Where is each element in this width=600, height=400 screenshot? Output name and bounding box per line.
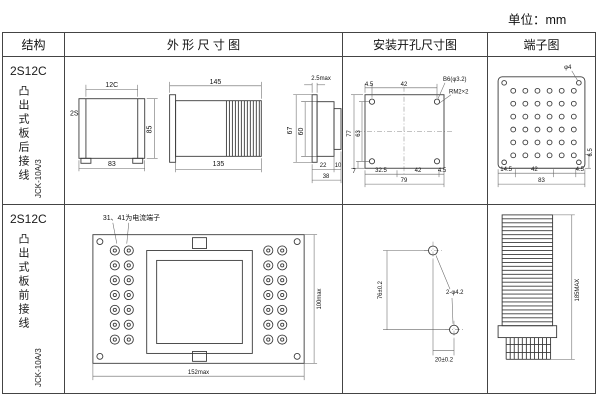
row2-mount-type: 凸出式板前接线	[17, 233, 29, 331]
header-structure: 结构	[3, 33, 65, 57]
terminal-circles-left	[109, 245, 134, 345]
dim-79: 79	[401, 178, 408, 184]
front-face	[92, 234, 305, 364]
row2-side-cell: 185MAX	[488, 205, 595, 393]
dim-152max: 152max	[188, 370, 209, 376]
dim-145t: 14.5	[500, 167, 512, 173]
row1-structure-cell: 2S12C 凸出式板后接线 JCK-10A/3	[3, 57, 65, 205]
install-dims	[351, 82, 452, 188]
row1-outline-cell: 12C 2S 83 85 145 135	[65, 57, 343, 205]
dim-67: 67	[287, 127, 294, 135]
header-structure-label: 结构	[21, 38, 46, 52]
row2-install-drawing: 76±0.2 2-φ4.2 20±0.2	[378, 241, 464, 363]
cutout-outline	[364, 94, 445, 169]
height-dims	[293, 94, 318, 163]
dim-38: 38	[323, 174, 330, 180]
side-view	[169, 94, 262, 163]
row1-install-drawing: 4.5 42 B6(φ3.2) RM2×2 77 63 7 32.5 42 4.…	[347, 77, 469, 188]
front-view-dims	[78, 84, 158, 172]
relay-side-body	[497, 214, 558, 339]
dim-325: 32.5	[375, 168, 387, 174]
dim-135: 135	[213, 161, 225, 168]
note-leaders	[112, 222, 130, 244]
dim-10: 10	[335, 163, 342, 169]
dim-85: 85	[147, 126, 154, 134]
mount-holes	[428, 245, 459, 335]
dim-100max: 100max	[317, 288, 323, 309]
row1-relay-code: JCK-10A/3	[34, 159, 43, 198]
header-terminal: 端子图	[488, 33, 595, 57]
row2-install-cell: 76±0.2 2-φ4.2 20±0.2	[343, 205, 488, 393]
terminal-circles-right	[263, 245, 288, 345]
header-install: 安装开孔尺寸图	[343, 33, 488, 57]
dim-145: 145	[210, 79, 222, 86]
header-terminal-label: 端子图	[523, 38, 560, 52]
row1-install-cell: 4.5 42 B6(φ3.2) RM2×2 77 63 7 32.5 42 4.…	[343, 57, 488, 205]
unit-label: 单位：mm	[508, 13, 567, 27]
dim-185max: 185MAX	[575, 279, 581, 302]
row1-terminal-drawing: φ4 14.5 42 4.5 83 6.5	[497, 65, 594, 188]
row2-relay-code: JCK-10A/3	[34, 348, 43, 387]
current-terminal-note: 31、41为电流端子	[103, 213, 160, 222]
dim-phi4: φ4	[564, 65, 572, 71]
face-dims	[92, 234, 318, 381]
dim-12c: 12C	[105, 82, 118, 89]
dim-60: 60	[298, 127, 305, 135]
dim-77: 77	[347, 129, 353, 136]
row2-side-drawing: 185MAX	[497, 214, 581, 360]
terminal-dots-left	[112, 248, 131, 342]
terminal-board	[497, 76, 586, 169]
side-dims	[550, 214, 575, 360]
row2-structure-cell: 2S12C 凸出式板前接线 JCK-10A/3	[3, 205, 65, 393]
header-outline: 外 形 尺 寸 图	[65, 33, 343, 57]
row1-terminal-cell: φ4 14.5 42 4.5 83 6.5	[488, 57, 595, 205]
row1-mount-type: 凸出式板后接线	[17, 85, 29, 183]
center-lines	[357, 86, 453, 177]
spec-table: 结构 外 形 尺 寸 图 安装开孔尺寸图 端子图 2S12C 凸出式板后接线 J…	[2, 32, 596, 394]
dim-45t: 4.5	[576, 167, 585, 173]
dim-83: 83	[108, 161, 116, 168]
row1-model: 2S12C	[10, 64, 47, 78]
screw-spec: RM2×2	[449, 90, 469, 96]
install2-dims	[383, 250, 455, 356]
dim-22: 22	[320, 163, 327, 169]
dim-65t: 6.5	[588, 148, 594, 157]
row2-outline-drawing: 31、41为电流端子	[92, 213, 323, 381]
row2-outline-cell: 31、41为电流端子	[65, 205, 343, 393]
dim-45-bottom: 4.5	[438, 168, 447, 174]
dim-7: 7	[352, 169, 356, 175]
header-outline-label: 外 形 尺 寸 图	[166, 38, 241, 52]
dim-20: 20±0.2	[435, 357, 454, 363]
dim-63: 63	[356, 129, 362, 136]
side-view-dims	[169, 81, 262, 173]
header-install-label: 安装开孔尺寸图	[372, 38, 457, 52]
end-view	[311, 94, 342, 163]
end-view-dims	[304, 82, 342, 184]
front-view	[78, 98, 146, 164]
row2-model: 2S12C	[10, 212, 47, 226]
terminal-dots-right	[266, 248, 285, 342]
dim-42t: 42	[531, 167, 538, 173]
dim-42-bottom: 42	[415, 168, 422, 174]
dim-42-top: 42	[401, 82, 408, 88]
dim-83t: 83	[538, 178, 545, 184]
label-2s: 2S	[70, 111, 79, 118]
terminal-holes-grid	[510, 87, 577, 159]
dim-25max: 2.5max	[311, 76, 331, 82]
terminal-dims	[497, 70, 591, 188]
hole-spec-2: 2-φ4.2	[446, 290, 464, 296]
hole-spec: B6(φ3.2)	[443, 77, 467, 83]
dim-45-top: 4.5	[365, 82, 374, 88]
terminal-studs	[505, 337, 552, 360]
dim-76: 76±0.2	[378, 280, 384, 299]
row1-outline-drawing: 12C 2S 83 85 145 135	[70, 76, 342, 184]
